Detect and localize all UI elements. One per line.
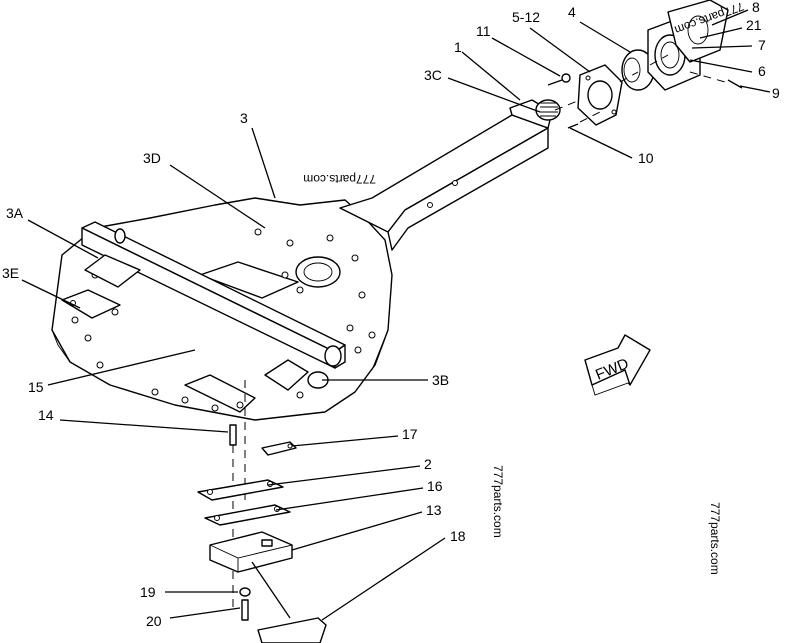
watermark-center-vertical: 777parts.com xyxy=(491,465,505,538)
clip-17 xyxy=(261,441,297,456)
assembly-axis xyxy=(554,54,669,111)
watermark-upper-center: 777parts.com xyxy=(303,172,376,186)
callout-18: 18 xyxy=(450,528,466,544)
boom-arm xyxy=(339,99,553,251)
cover-plate-8 xyxy=(667,0,729,63)
flange-5-12 xyxy=(577,64,623,126)
pad-3b xyxy=(264,359,309,391)
leader-lines xyxy=(21,9,771,621)
callout-3b: 3B xyxy=(432,372,449,388)
shield-18 xyxy=(257,617,327,643)
callout-16: 16 xyxy=(427,478,443,494)
callout-4: 4 xyxy=(568,4,576,20)
callout-10: 10 xyxy=(638,150,654,166)
cross-beam xyxy=(81,221,346,369)
pad-3a xyxy=(84,254,141,288)
callout-3: 3 xyxy=(240,110,248,126)
plate-2 xyxy=(197,479,284,501)
pin-9 xyxy=(689,71,743,89)
callout-19: 19 xyxy=(140,584,156,600)
callout-9: 9 xyxy=(772,85,780,101)
callout-3e: 3E xyxy=(2,265,19,281)
washer-19 xyxy=(239,587,251,597)
bolt-14 xyxy=(229,424,237,446)
callout-7: 7 xyxy=(758,37,766,53)
callout-13: 13 xyxy=(426,502,442,518)
callout-3c: 3C xyxy=(424,67,442,83)
pin-10 xyxy=(567,111,601,129)
callout-15: 15 xyxy=(28,379,44,395)
callout-1: 1 xyxy=(454,39,462,55)
callout-17: 17 xyxy=(402,426,418,442)
fwd-direction-arrow: FWD xyxy=(584,334,651,396)
block-13 xyxy=(209,531,293,573)
callout-20: 20 xyxy=(146,613,162,629)
callout-6: 6 xyxy=(758,63,766,79)
callout-3d: 3D xyxy=(143,150,161,166)
mount-plate xyxy=(184,374,256,413)
bolt-20 xyxy=(241,599,249,621)
callout-labels: 1 11 5-12 4 3C 3 3D 3A 3E 15 14 3B 10 9 … xyxy=(2,0,780,629)
hardware-axis xyxy=(232,380,246,610)
callout-8: 8 xyxy=(752,0,760,15)
watermark-lower-right: 777parts.com xyxy=(708,502,722,575)
callout-2: 2 xyxy=(424,456,432,472)
callout-21: 21 xyxy=(746,17,762,33)
spline-shaft-3c xyxy=(535,99,561,121)
callout-11: 11 xyxy=(476,23,491,39)
callout-14: 14 xyxy=(38,407,54,423)
plate-16 xyxy=(204,504,291,526)
callout-5-12: 5-12 xyxy=(512,9,540,25)
callout-3a: 3A xyxy=(6,205,24,221)
bolt-1 xyxy=(547,73,571,86)
